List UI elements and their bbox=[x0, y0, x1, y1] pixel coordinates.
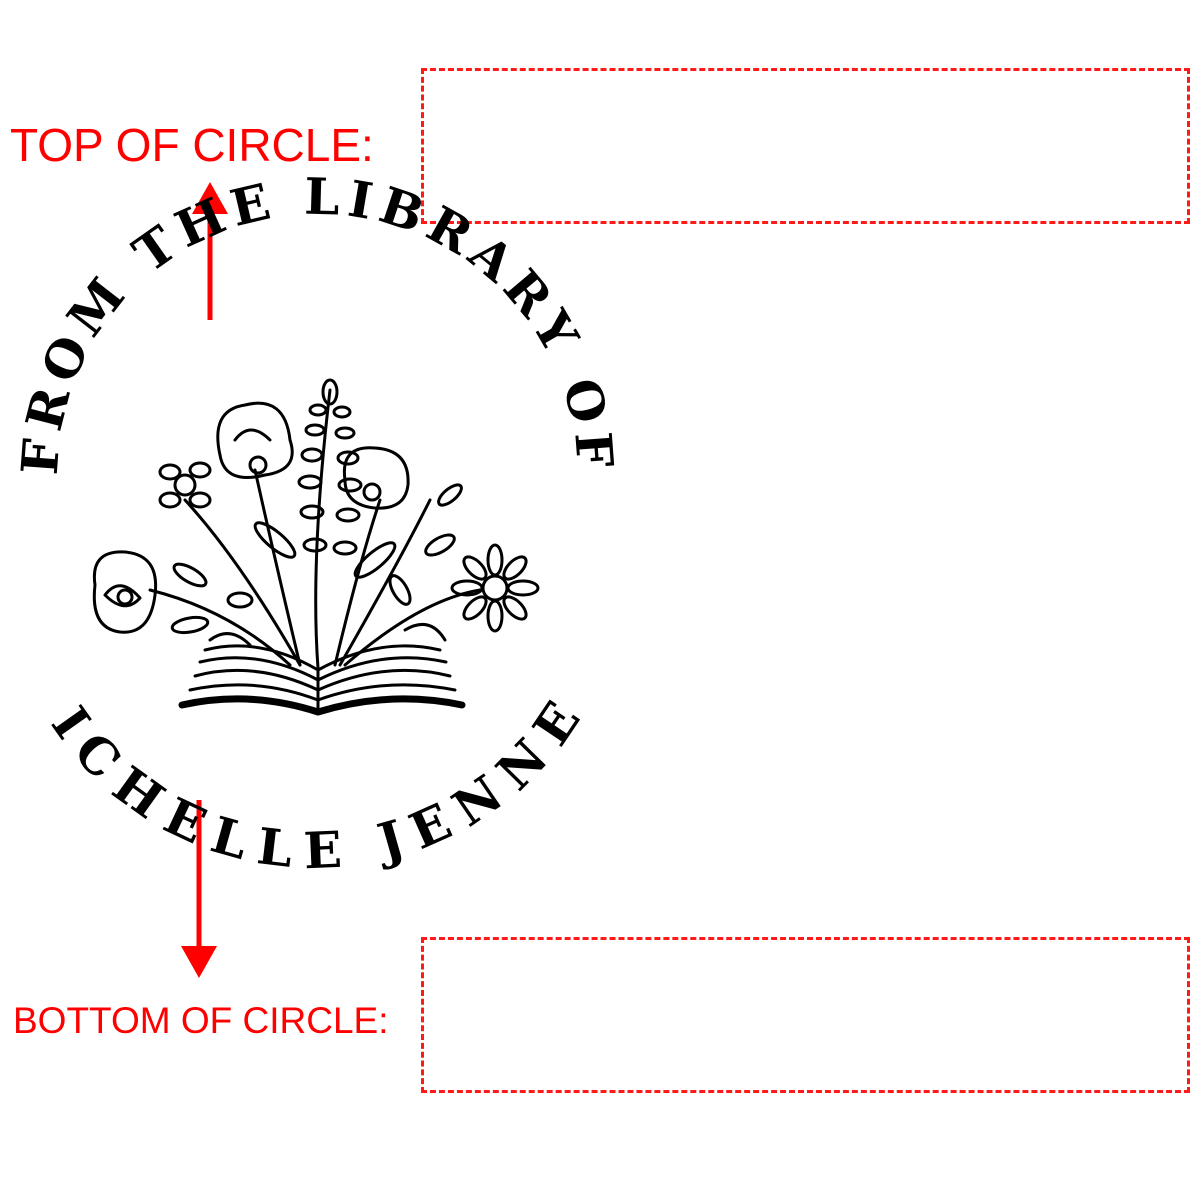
bottom-of-circle-label: BOTTOM OF CIRCLE: bbox=[13, 1000, 389, 1041]
stamp-bottom-text: MICHELLE JENNER bbox=[0, 0, 596, 880]
bottom-arrow-icon bbox=[181, 800, 217, 978]
stamp-top-text: FROM THE LIBRARY OF bbox=[10, 167, 625, 477]
top-arrow-icon bbox=[192, 182, 228, 320]
bottom-text-input-box[interactable] bbox=[421, 937, 1190, 1093]
top-of-circle-label: TOP OF CIRCLE: bbox=[10, 119, 374, 171]
top-text-input-box[interactable] bbox=[421, 68, 1190, 224]
floral-book-icon bbox=[92, 378, 540, 716]
